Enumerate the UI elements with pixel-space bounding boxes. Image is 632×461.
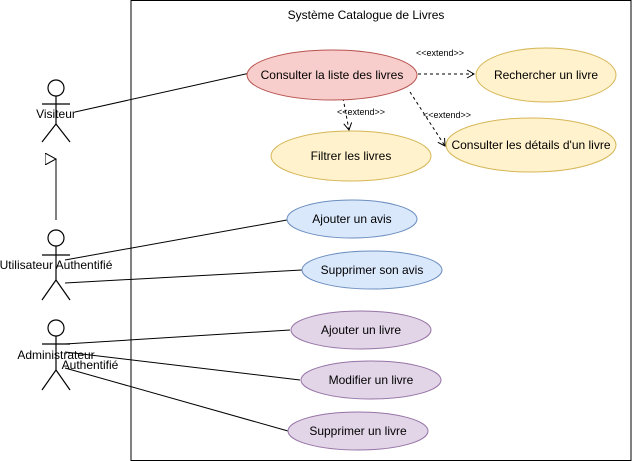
use-case-label: Ajouter un livre xyxy=(321,323,401,337)
system-title: Système Catalogue de Livres xyxy=(288,8,445,22)
use-case-label: Consulter la liste des livres xyxy=(261,68,404,82)
extend-label-filtrer: <<extend>> xyxy=(337,107,385,117)
actor-head xyxy=(47,319,65,337)
extend-label-rechercher: <<extend>> xyxy=(416,48,464,58)
actor-utilisateur-label: Utilisateur Authentifié xyxy=(0,258,113,272)
actor-utilisateur[interactable] xyxy=(41,229,71,301)
use-case-filtrer[interactable]: Filtrer les livres xyxy=(270,130,432,182)
actor-admin-label-line1: Administrateur xyxy=(17,348,94,362)
use-case-label: Ajouter un avis xyxy=(312,212,391,226)
use-case-ajouter-livre[interactable]: Ajouter un livre xyxy=(290,310,432,350)
use-case-label: Modifier un livre xyxy=(329,373,414,387)
use-case-modifier-livre[interactable]: Modifier un livre xyxy=(300,360,442,400)
extend-label-details: <<extend>> xyxy=(423,110,471,120)
use-case-label: Consulter les détails d'un livre xyxy=(451,138,610,152)
association-admin-modifier-livre xyxy=(64,351,301,381)
actor-visiteur[interactable] xyxy=(41,79,71,143)
association-admin-ajouter-livre xyxy=(64,329,291,345)
use-case-supprimer-avis[interactable]: Supprimer son avis xyxy=(301,250,443,290)
association-utilisateur-supprimer-avis xyxy=(64,269,303,284)
use-case-label: Rechercher un livre xyxy=(494,68,598,82)
use-case-label: Supprimer un livre xyxy=(309,424,407,438)
use-case-rechercher[interactable]: Rechercher un livre xyxy=(475,47,617,103)
association-utilisateur-ajouter-avis xyxy=(64,219,288,261)
association-admin-supprimer-livre xyxy=(64,367,289,432)
use-case-label: Supprimer son avis xyxy=(321,263,424,277)
extend-arrow-details xyxy=(409,91,446,147)
use-case-ajouter-avis[interactable]: Ajouter un avis xyxy=(286,199,418,239)
use-case-consulter-liste[interactable]: Consulter la liste des livres xyxy=(246,49,418,101)
actor-visiteur-label: Visiteur xyxy=(36,107,76,121)
actor-admin-label-line2: Authentifié xyxy=(62,358,119,372)
actor-admin[interactable] xyxy=(41,319,71,391)
use-case-details[interactable]: Consulter les détails d'un livre xyxy=(445,117,617,173)
use-case-label: Filtrer les livres xyxy=(311,149,392,163)
use-case-supprimer-livre[interactable]: Supprimer un livre xyxy=(287,411,429,451)
association-visiteur-consulter xyxy=(74,72,251,113)
actor-head xyxy=(47,79,65,97)
actor-head xyxy=(47,229,65,247)
